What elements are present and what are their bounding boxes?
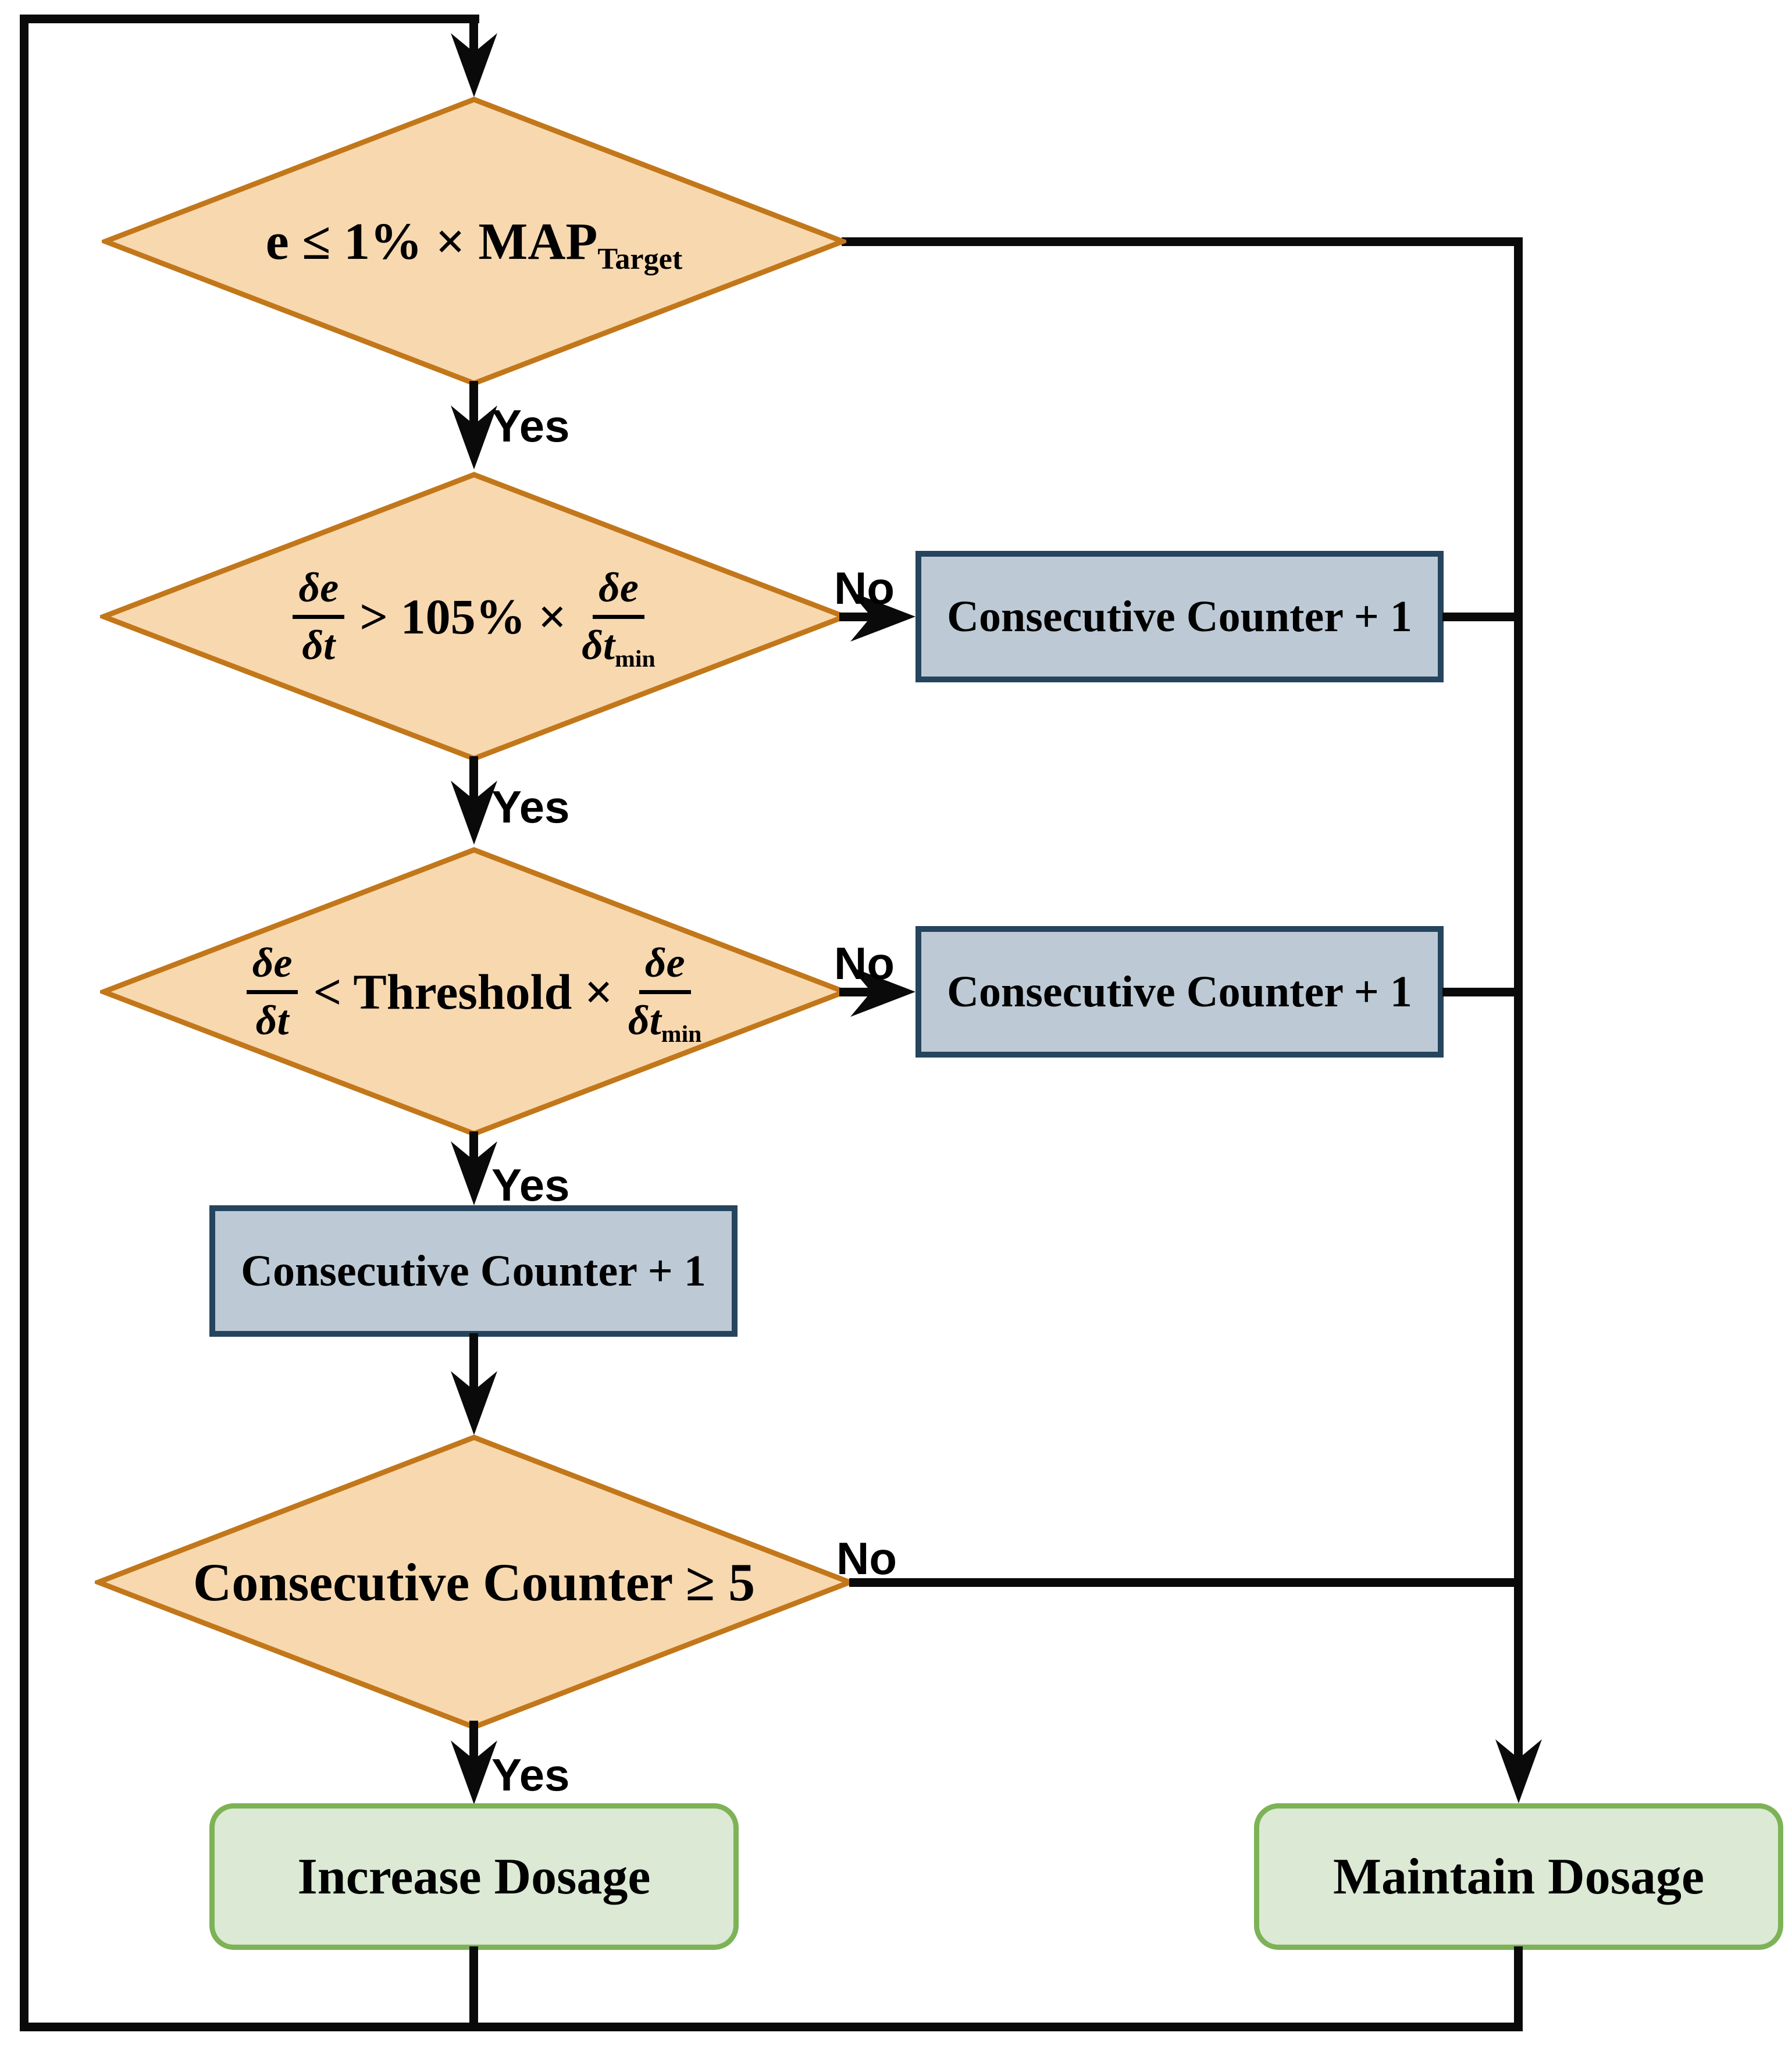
decision-slope-high-label: δe δt > 105% × δe δtmin	[100, 471, 848, 762]
fraction-de-dtmin: δe δtmin	[628, 939, 702, 1048]
increase-dosage-label: Increase Dosage	[297, 1848, 651, 1905]
maintain-dosage-label: Maintain Dosage	[1333, 1848, 1704, 1905]
connector-no-3	[849, 1578, 1523, 1587]
connector-yes-4	[469, 1721, 478, 1764]
counter-box-main-label: Consecutive Counter + 1	[241, 1246, 706, 1295]
edge-label-yes-4: Yes	[491, 1749, 570, 1800]
connector-loop-bottom-horizontal	[20, 2023, 1523, 2031]
connector-yes-1	[469, 381, 478, 432]
connector-loop-top-down	[469, 15, 478, 58]
counter-box-top-label: Consecutive Counter + 1	[947, 592, 1412, 641]
decision-map-error-label: e ≤ 1% × MAPTarget	[265, 212, 683, 276]
connector-loop-left-vertical	[20, 15, 28, 2031]
maintain-dosage-box: Maintain Dosage	[1254, 1803, 1783, 1950]
edge-label-yes-2: Yes	[491, 781, 570, 832]
decision-slope-high-diamond: δe δt > 105% × δe δtmin	[100, 471, 848, 762]
counter-box-top: Consecutive Counter + 1	[915, 551, 1444, 682]
edge-label-no-3: No	[836, 1533, 897, 1584]
connector-maintain-out	[1514, 1946, 1523, 2031]
counter-box-mid: Consecutive Counter + 1	[915, 926, 1444, 1058]
fraction-de-dtmin: δe δtmin	[582, 564, 655, 673]
fraction-de-dt: δe δt	[246, 941, 298, 1042]
connector-d1-to-trunk	[842, 237, 1523, 246]
connector-counter-mid-to-trunk	[1442, 988, 1523, 996]
edge-label-yes-1: Yes	[491, 400, 570, 451]
edge-label-yes-3: Yes	[491, 1159, 570, 1211]
increase-dosage-box: Increase Dosage	[209, 1803, 739, 1950]
decision-counter-diamond: Consecutive Counter ≥ 5	[95, 1434, 853, 1731]
decision-counter-label: Consecutive Counter ≥ 5	[193, 1553, 756, 1612]
fraction-de-dt: δe δt	[293, 565, 345, 667]
counter-box-mid-label: Consecutive Counter + 1	[947, 967, 1412, 1016]
connector-counter-main-out	[469, 1333, 478, 1394]
connector-counter-top-to-trunk	[1442, 613, 1523, 621]
counter-box-main: Consecutive Counter + 1	[209, 1205, 738, 1337]
decision-slope-low-label: δe δt < Threshold × δe δtmin	[100, 846, 848, 1137]
connector-yes-2	[469, 756, 478, 807]
connector-increase-out	[469, 1946, 478, 2031]
edge-label-no-1: No	[834, 563, 895, 614]
edge-label-no-2: No	[834, 938, 895, 989]
decision-slope-low-diamond: δe δt < Threshold × δe δtmin	[100, 846, 848, 1137]
connector-loop-top-horizontal	[20, 15, 479, 23]
connector-right-trunk	[1514, 237, 1523, 1761]
decision-map-error-diamond: e ≤ 1% × MAPTarget	[102, 96, 846, 387]
